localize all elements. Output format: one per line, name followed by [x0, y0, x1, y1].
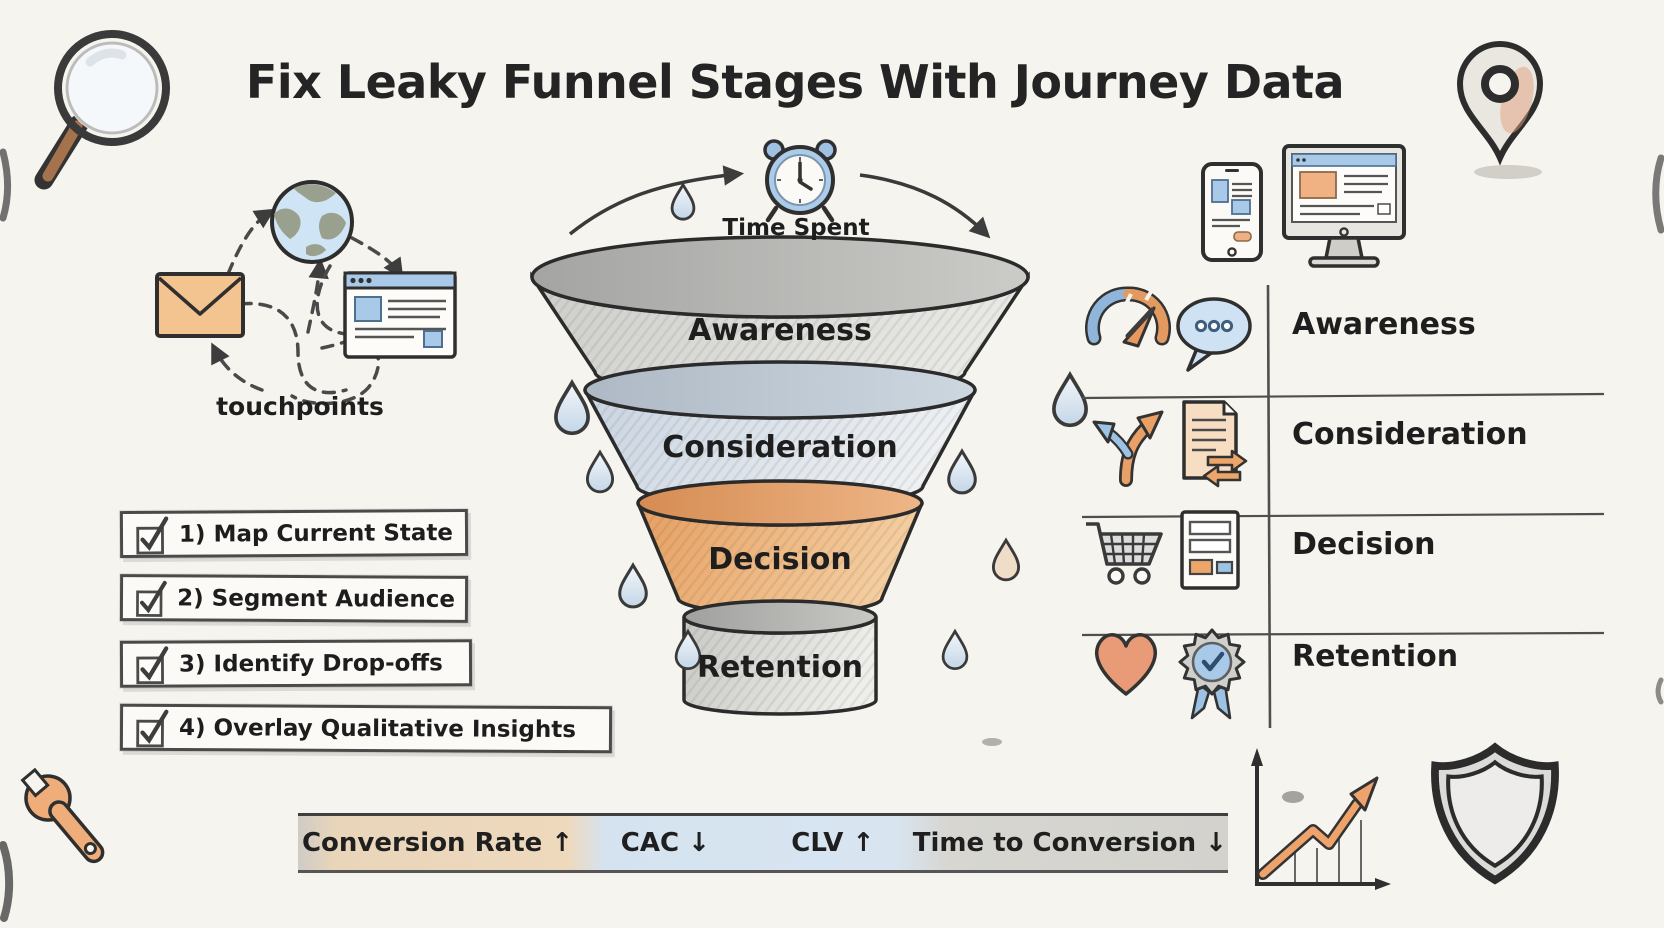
checkbox-checked-icon	[136, 645, 169, 684]
metric-clv: CLV ↑	[754, 828, 912, 858]
metrics-bar: Conversion Rate ↑ CAC ↓ CLV ↑ Time to Co…	[298, 813, 1228, 873]
funnel-stage-awareness-label: Awareness	[688, 313, 872, 348]
checklist-item-label: 2) Segment Audience	[177, 584, 456, 613]
metric-direction-arrow: ↑	[551, 828, 574, 858]
checklist-item-identify-drop-offs: 3) Identify Drop-offs	[119, 639, 473, 688]
document-icon	[1182, 400, 1248, 488]
legend-consideration-label: Consideration	[1292, 417, 1528, 452]
metric-direction-arrow: ↓	[688, 828, 710, 858]
monitor-icon	[1282, 144, 1406, 268]
checklist-item-label: 3) Identify Drop-offs	[178, 649, 443, 678]
legend-retention-label: Retention	[1292, 639, 1459, 674]
shopping-cart-icon	[1086, 522, 1163, 585]
shield-icon	[1431, 742, 1559, 885]
metric-direction-arrow: ↑	[852, 828, 875, 858]
globe-icon	[270, 180, 354, 264]
checkbox-checked-icon	[136, 580, 167, 617]
wrench-icon	[20, 767, 105, 864]
water-drop-icon	[670, 183, 696, 221]
funnel-arrow-left	[568, 165, 745, 236]
metric-label: Conversion Rate	[301, 828, 543, 858]
legend-awareness-label: Awareness	[1292, 307, 1476, 342]
page-title: Fix Leaky Funnel Stages With Journey Dat…	[245, 55, 1345, 109]
metric-time-to-conversion: Time to Conversion ↓	[912, 828, 1228, 858]
checkout-form-icon	[1180, 510, 1240, 590]
browser-window-icon	[343, 271, 457, 359]
checkbox-checked-icon	[136, 515, 169, 554]
heart-icon	[1095, 633, 1157, 696]
funnel-arrow-right	[859, 173, 991, 239]
chat-bubble-icon	[1176, 297, 1252, 372]
magnifier-icon	[34, 30, 170, 190]
fork-arrows-icon	[1092, 410, 1164, 487]
touchpoints-diagram	[155, 180, 457, 406]
award-badge-icon	[1178, 628, 1246, 720]
legend-grid-lines	[1081, 284, 1605, 729]
metric-label: CAC	[620, 828, 680, 858]
legend-decision-label: Decision	[1292, 527, 1436, 562]
checklist-item-map-current-state: 1) Map Current State	[119, 508, 469, 559]
metric-label: Time to Conversion	[912, 828, 1197, 858]
alarm-clock-icon	[763, 139, 837, 223]
checklist-item-label: 4) Overlay Qualitative Insights	[178, 714, 577, 743]
envelope-icon	[155, 272, 245, 338]
metric-cac: CAC ↓	[577, 828, 754, 858]
location-pin-icon	[1456, 41, 1544, 179]
trend-chart-icon	[1251, 748, 1391, 890]
metric-label: CLV	[791, 828, 844, 858]
checklist-item-label: 1) Map Current State	[178, 519, 454, 548]
dashed-journey-arrows	[211, 208, 404, 406]
funnel-stage-decision-label: Decision	[708, 542, 852, 577]
edge-smudges	[0, 148, 1664, 922]
funnel-stage-consideration	[583, 360, 977, 508]
funnel-diagram	[530, 139, 1088, 716]
funnel-stage-retention	[682, 599, 878, 716]
checklist-item-segment-audience: 2) Segment Audience	[119, 574, 469, 623]
funnel-stage-consideration-label: Consideration	[662, 430, 898, 465]
smartphone-icon	[1201, 162, 1263, 262]
metric-direction-arrow: ↓	[1205, 828, 1227, 858]
gauge-icon	[1085, 286, 1171, 348]
devices	[1201, 144, 1406, 268]
funnel-stage-decision	[636, 479, 924, 616]
checkbox-checked-icon	[136, 709, 169, 747]
time-spent-label: Time Spent	[722, 215, 870, 241]
touchpoints-label: touchpoints	[216, 392, 384, 421]
funnel-stage-retention-label: Retention	[696, 650, 864, 685]
checklist-item-overlay-qualitative-insights: 4) Overlay Qualitative Insights	[119, 703, 613, 754]
funnel-stage-awareness	[530, 235, 1030, 398]
metric-conversion-rate: Conversion Rate ↑	[298, 828, 577, 858]
